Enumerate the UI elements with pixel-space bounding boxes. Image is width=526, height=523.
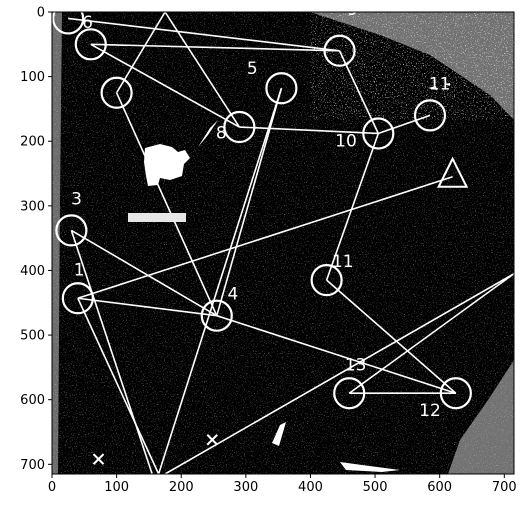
white-mark-bottom-2 bbox=[340, 462, 400, 472]
graph-node bbox=[333, 377, 366, 410]
x-tick-label: 700 bbox=[492, 480, 517, 495]
texture-region-bottom-right bbox=[448, 360, 514, 474]
node-label: 9 bbox=[347, 0, 358, 20]
y-tick-label: 100 bbox=[20, 70, 45, 85]
node-label: 13 bbox=[345, 356, 367, 376]
graph-edge bbox=[77, 297, 160, 474]
graph-edge bbox=[70, 229, 218, 317]
node-label: 10 bbox=[335, 131, 357, 151]
x-tick-label: 200 bbox=[169, 480, 194, 495]
graph-edge bbox=[77, 297, 217, 317]
x-tick-label: 0 bbox=[48, 480, 56, 495]
white-blob-center bbox=[144, 144, 190, 186]
graph-node bbox=[362, 117, 395, 150]
graph-edge bbox=[68, 17, 340, 52]
graph-edge bbox=[115, 92, 218, 317]
node-label: 1 bbox=[74, 261, 85, 281]
node-label: 11 bbox=[332, 252, 354, 272]
y-tick-label: 0 bbox=[37, 6, 45, 21]
white-mark-11 bbox=[428, 83, 450, 90]
axes-frame bbox=[51, 11, 515, 475]
x-tick-label: 400 bbox=[298, 480, 323, 495]
x-axis: 0 100 200 300 400 500 600 700 bbox=[48, 474, 517, 495]
node-label: 4 bbox=[228, 285, 239, 305]
graph-node bbox=[310, 264, 343, 297]
graph-nodes: 6 8 5 9 10 11 3 1 4 11 13 12 bbox=[52, 0, 472, 421]
graph-edges bbox=[68, 12, 514, 474]
white-mark-8 bbox=[198, 120, 218, 147]
graph-edge bbox=[90, 43, 240, 128]
y-tick-label: 500 bbox=[20, 329, 45, 344]
graph-markers bbox=[92, 156, 469, 465]
graph-edge bbox=[157, 88, 283, 474]
graph-node bbox=[200, 299, 233, 332]
graph-edge bbox=[70, 230, 153, 474]
graph-edge bbox=[90, 43, 340, 52]
graph-edge bbox=[239, 126, 379, 135]
x-tick-label: 500 bbox=[363, 480, 388, 495]
y-tick-label: 200 bbox=[20, 135, 45, 150]
graph-edge bbox=[164, 12, 241, 128]
graph-node bbox=[52, 12, 85, 35]
x-tick-label: 300 bbox=[233, 480, 258, 495]
cross-marker bbox=[92, 453, 105, 465]
plot-area: 6 8 5 9 10 11 3 1 4 11 13 12 bbox=[52, 0, 514, 474]
graph-edge bbox=[77, 176, 453, 300]
x-tick-label: 600 bbox=[427, 480, 452, 495]
graph-node bbox=[74, 28, 107, 61]
white-bar-striped bbox=[128, 213, 186, 222]
graph-edge bbox=[378, 114, 431, 135]
graph-edge bbox=[164, 272, 514, 474]
node-label: 5 bbox=[247, 59, 258, 79]
white-mark-bottom-1 bbox=[272, 422, 286, 446]
node-label: 3 bbox=[71, 190, 82, 210]
y-tick-label: 600 bbox=[20, 393, 45, 408]
triangle-marker bbox=[436, 156, 469, 188]
graph-edge bbox=[216, 314, 457, 394]
graph-node bbox=[413, 99, 447, 132]
graph-edge bbox=[215, 88, 283, 316]
y-tick-label: 300 bbox=[20, 199, 45, 214]
graph-edge bbox=[325, 133, 380, 281]
graph-node bbox=[439, 377, 472, 410]
node-label: 11 bbox=[429, 75, 451, 95]
y-axis: 0 100 200 300 400 500 600 700 bbox=[20, 6, 52, 473]
graph-node bbox=[323, 34, 356, 67]
graph-node bbox=[223, 110, 256, 144]
y-tick-label: 700 bbox=[20, 458, 45, 473]
graph-edge bbox=[348, 273, 514, 394]
node-label: 12 bbox=[419, 401, 441, 421]
graph-node bbox=[100, 76, 133, 109]
node-label: 8 bbox=[216, 124, 227, 144]
x-tick-label: 100 bbox=[104, 480, 129, 495]
cross-marker bbox=[206, 434, 218, 446]
y-tick-label: 400 bbox=[20, 264, 45, 279]
node-label: 6 bbox=[82, 13, 93, 33]
graph-node bbox=[61, 282, 94, 315]
graph-node bbox=[55, 214, 88, 247]
texture-region-left-edge bbox=[52, 12, 62, 474]
graph-edge bbox=[326, 279, 457, 394]
graph-node bbox=[265, 72, 298, 105]
